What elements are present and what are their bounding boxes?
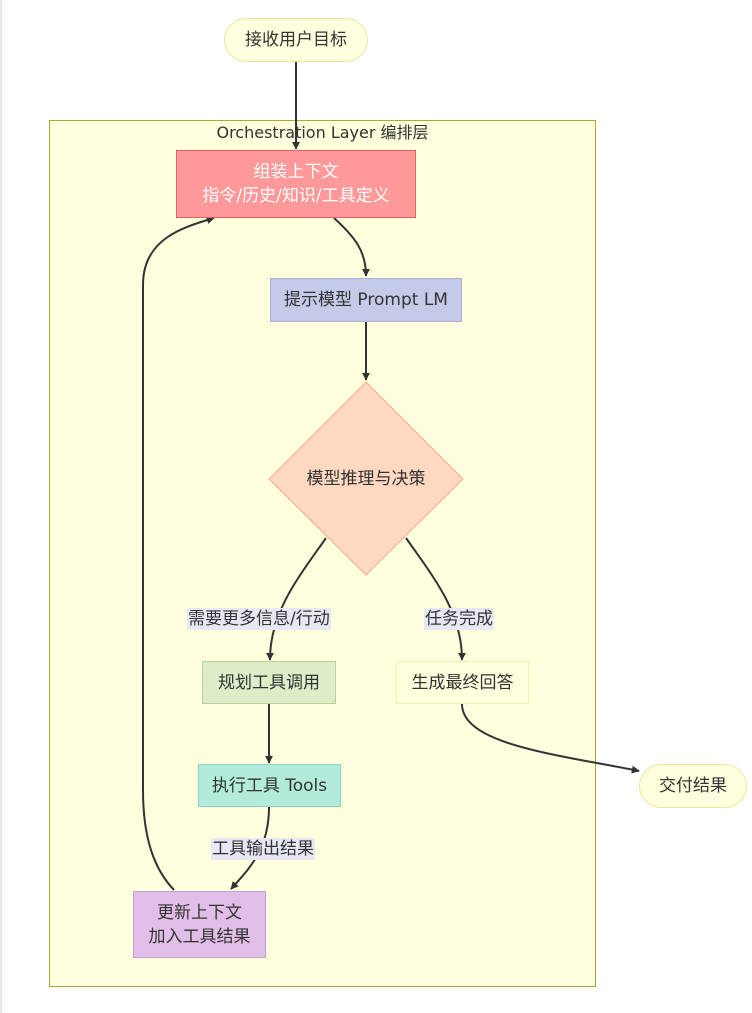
edge-decision-to-plan — [266, 537, 327, 661]
node-assemble-context-line2: 指令/历史/知识/工具定义 — [202, 186, 390, 206]
node-reason-decide-label: 模型推理与决策 — [306, 469, 426, 489]
edge-decision-to-answer — [405, 537, 466, 661]
node-plan-tool-call: 规划工具调用 — [202, 661, 336, 704]
edge-label-need-more: 需要更多信息/行动 — [187, 608, 331, 630]
orchestration-layer-cluster — [49, 120, 596, 987]
node-receive-goal: 接收用户目标 — [224, 18, 368, 62]
node-generate-answer: 生成最终回答 — [396, 661, 529, 704]
edge-label-tool-output: 工具输出结果 — [211, 838, 315, 860]
orchestration-layer-title: Orchestration Layer 编排层 — [216, 123, 429, 142]
edge-answer-to-deliver — [461, 703, 640, 774]
edge-update-to-assemble — [142, 216, 215, 891]
node-prompt-model: 提示模型 Prompt LM — [270, 278, 462, 322]
decision-diamond-shape — [268, 381, 464, 576]
edge-label-task-done: 任务完成 — [424, 608, 494, 630]
canvas-left-border — [0, 0, 2, 1013]
node-execute-tools-label: 执行工具 Tools — [211, 775, 328, 796]
node-deliver-result: 交付结果 — [639, 764, 747, 808]
node-deliver-result-label: 交付结果 — [659, 776, 727, 796]
node-update-context-line1: 更新上下文 — [157, 902, 242, 923]
node-prompt-model-label: 提示模型 Prompt LM — [284, 290, 448, 310]
edge-assemble-to-prompt — [333, 217, 370, 277]
node-update-context: 更新上下文 加入工具结果 — [133, 891, 266, 958]
node-assemble-context-line1: 组装上下文 — [253, 162, 339, 182]
node-execute-tools: 执行工具 Tools — [198, 764, 341, 807]
node-receive-goal-label: 接收用户目标 — [245, 30, 347, 50]
node-assemble-context: 组装上下文 指令/历史/知识/工具定义 — [176, 150, 416, 218]
node-generate-answer-label: 生成最终回答 — [411, 672, 514, 693]
node-update-context-line2: 加入工具结果 — [148, 926, 251, 947]
node-plan-tool-call-label: 规划工具调用 — [218, 672, 320, 693]
